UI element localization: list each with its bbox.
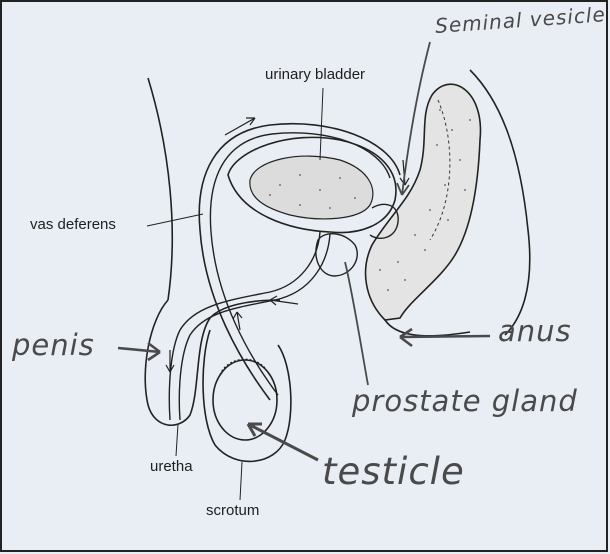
bladder-inner: [250, 156, 373, 219]
label-uretha: uretha: [150, 458, 193, 475]
arrow-anus: [400, 336, 490, 337]
testicle-shape: [213, 360, 277, 440]
vas-arrow-top: [225, 118, 255, 135]
perineum-line: [385, 320, 470, 336]
prostate-shape: [316, 234, 357, 276]
label-anus: anus: [498, 314, 572, 348]
rectum: [366, 84, 481, 320]
leader-bladder: [320, 88, 323, 160]
label-urinary-bladder: urinary bladder: [265, 66, 365, 83]
label-vas-deferens: vas deferens: [30, 216, 116, 233]
leader-vas-deferens: [147, 214, 203, 226]
arrow-testicle: [248, 424, 318, 460]
vas-arrow-top-head: [246, 118, 255, 125]
body-outline-front: [148, 78, 172, 300]
urethra-tube: [169, 232, 320, 420]
label-penis: penis: [12, 328, 95, 362]
label-scrotum: scrotum: [206, 502, 259, 519]
label-prostate-gland: prostate gland: [352, 384, 578, 418]
body-outline-back: [470, 70, 530, 335]
arrow-prostate: [345, 262, 368, 385]
urethra-tube-inner: [179, 234, 330, 420]
label-testicle: testicle: [322, 450, 465, 493]
leader-uretha: [176, 424, 178, 456]
scrotum-outline: [203, 330, 291, 461]
leader-scrotum: [240, 462, 242, 500]
